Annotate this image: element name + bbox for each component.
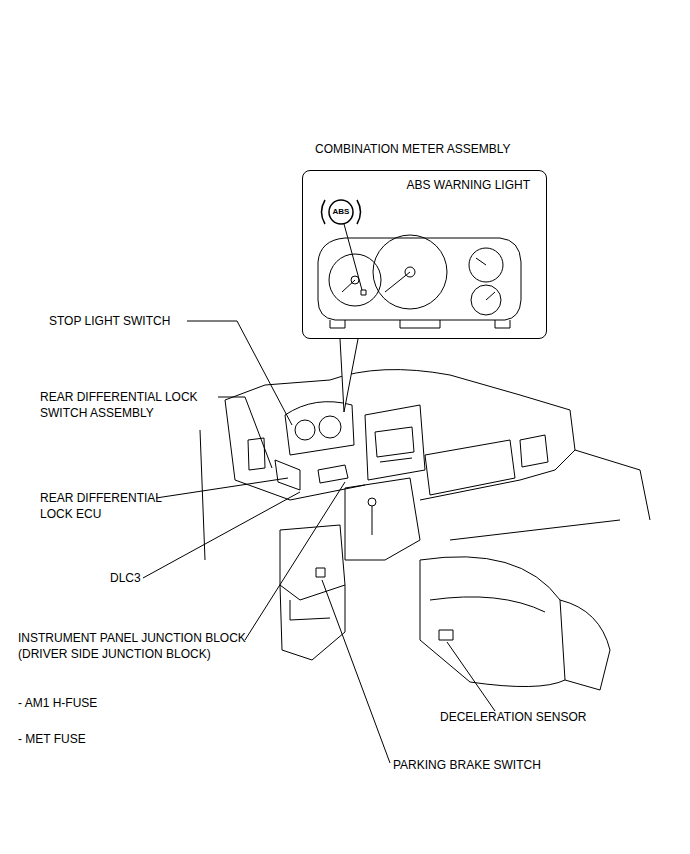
part-label: REAR DIFFERENTIAL LOCK ECU: [40, 490, 185, 522]
warning-symbol-text: ABS: [328, 207, 354, 217]
part-label: STOP LIGHT SWITCH: [49, 313, 170, 329]
part-label: DECELERATION SENSOR: [440, 709, 586, 725]
part-label: ABS WARNING LIGHT: [406, 177, 530, 193]
part-label: - MET FUSE: [18, 731, 86, 747]
part-label: DLC3: [110, 570, 141, 586]
part-label: REAR DIFFERENTIAL LOCK SWITCH ASSEMBLY: [40, 389, 225, 421]
inset-box: COMBINATION METER ASSEMBLYABS WARNING LI…: [302, 170, 547, 339]
part-label: INSTRUMENT PANEL JUNCTION BLOCK (DRIVER …: [18, 630, 283, 662]
part-label: PARKING BRAKE SWITCH: [393, 757, 541, 773]
part-label: - AM1 H-FUSE: [18, 695, 97, 711]
box-heading: COMBINATION METER ASSEMBLY: [315, 141, 511, 157]
